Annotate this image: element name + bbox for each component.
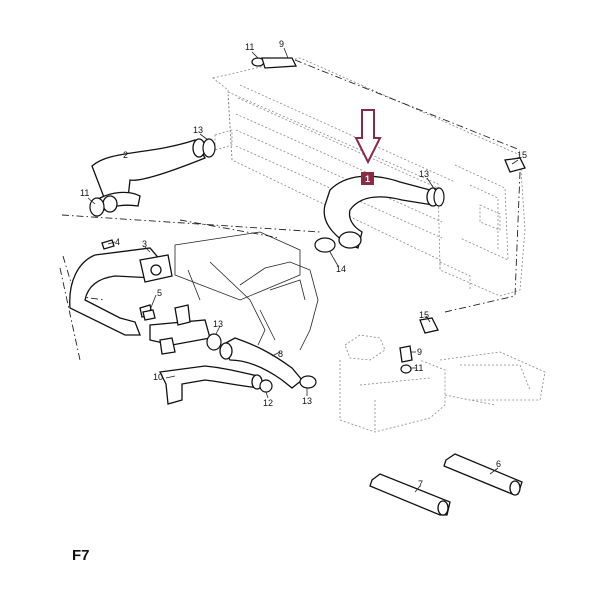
- callout-12: 12: [263, 398, 273, 408]
- callout-13: 13: [419, 169, 429, 179]
- hose-9-tank: [399, 345, 413, 363]
- callout-6: 6: [496, 459, 501, 469]
- clamp-13-low: [299, 375, 317, 389]
- clamp-11-left: [89, 197, 105, 217]
- callout-13: 13: [193, 125, 203, 135]
- hose-6: [443, 453, 523, 496]
- hose-7: [369, 473, 451, 516]
- hose-1: [323, 175, 440, 249]
- clamp-12: [259, 379, 273, 393]
- clamp-13-left: [202, 138, 216, 158]
- clamp-13-mid: [206, 333, 222, 351]
- hose-9-top: [261, 57, 298, 69]
- callout-11: 11: [245, 42, 254, 52]
- callout-15: 15: [517, 150, 527, 160]
- highlight-arrow: [354, 109, 382, 165]
- highlight-badge: [361, 172, 374, 185]
- callout-13: 13: [302, 396, 312, 406]
- callout-7: 7: [418, 479, 423, 489]
- callout-labels: 11 9 13 2 11 13 15 14 4 3 5 13 8 10 12 1…: [80, 39, 527, 489]
- expansion-tank-outline: [339, 334, 546, 433]
- leader-lines: [87, 47, 519, 493]
- callout-13: 13: [213, 319, 223, 329]
- pipe-10: [159, 365, 263, 405]
- callout-1: 1: [365, 174, 370, 184]
- pipe-3: [69, 247, 173, 336]
- callout-9: 9: [417, 347, 422, 357]
- callout-9: 9: [279, 39, 284, 49]
- callout-8: 8: [278, 349, 283, 359]
- bolt-5: [142, 309, 156, 321]
- clamp-14: [314, 237, 336, 253]
- callout-10: 10: [153, 372, 163, 382]
- callout-14: 14: [336, 264, 346, 274]
- reference-lines: [59, 59, 521, 361]
- callout-5: 5: [157, 288, 162, 298]
- bolt-4: [101, 239, 115, 250]
- callout-11: 11: [414, 363, 423, 373]
- bracket-15-top: [504, 157, 526, 173]
- clamps: [89, 57, 526, 393]
- callout-4: 4: [115, 237, 120, 247]
- callout-2: 2: [123, 150, 128, 160]
- hose-2: [91, 138, 206, 213]
- callout-15: 15: [419, 310, 429, 320]
- callout-3: 3: [142, 239, 147, 249]
- clamp-11-tank: [400, 364, 412, 374]
- callout-11: 11: [80, 188, 89, 198]
- figure-label: F7: [72, 547, 90, 564]
- engine-block-outline: [174, 231, 319, 351]
- clamp-13-right: [433, 187, 445, 207]
